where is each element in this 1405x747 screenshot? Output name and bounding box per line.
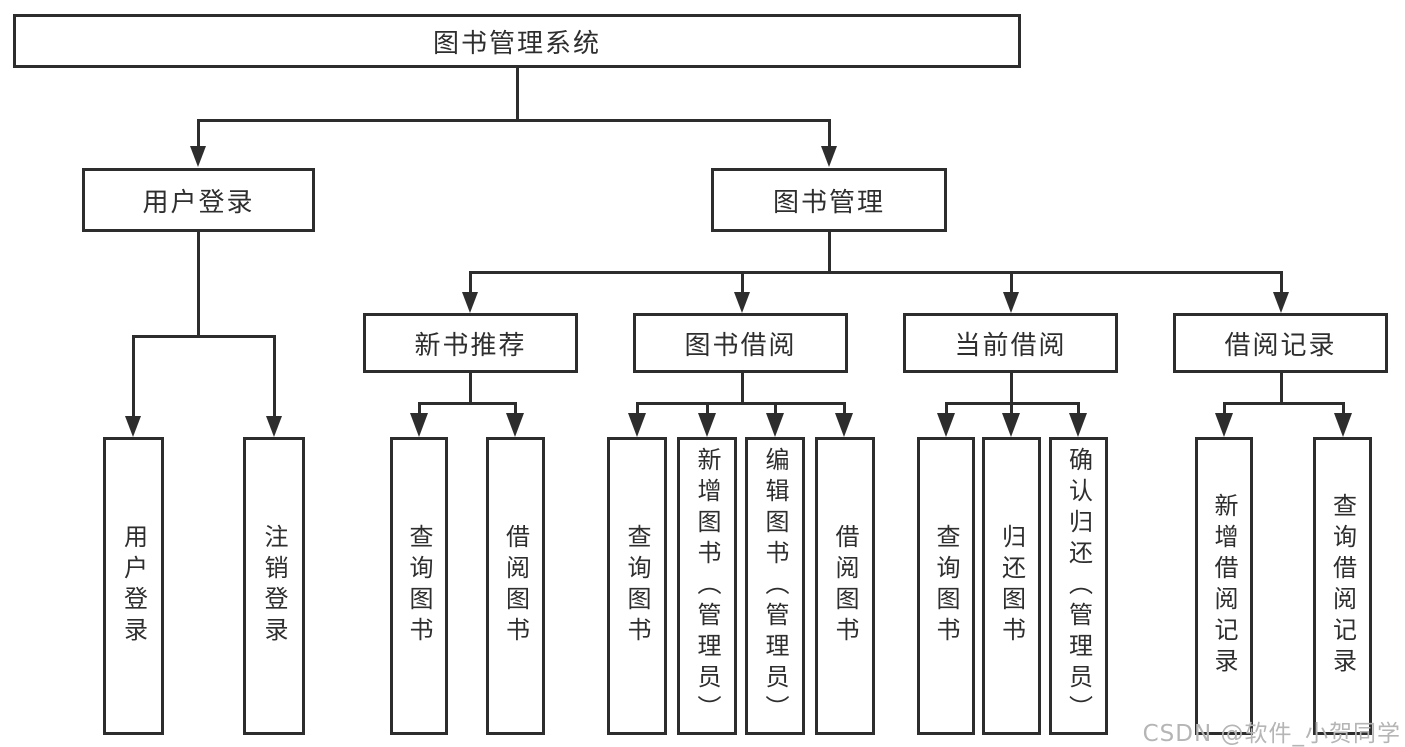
- connector-root-stem: [516, 68, 519, 120]
- leaf-return-book: 归还图书: [982, 437, 1041, 735]
- connector-leaf-line: [774, 402, 777, 415]
- connector-leaf-line: [843, 402, 846, 415]
- leaf-borrow-book-1-label: 借阅图书: [501, 524, 530, 648]
- arrowhead-leaf: [1069, 413, 1087, 437]
- connector-to-leaf-login: [132, 335, 135, 417]
- node-borrow-record: 借阅记录: [1173, 313, 1388, 373]
- leaf-query-borrow-record: 查询借阅记录: [1313, 437, 1372, 735]
- connector-book-borrow-branch: [636, 402, 845, 405]
- arrowhead-to-book-borrow: [734, 292, 750, 313]
- arrowhead-leaf: [1215, 413, 1233, 437]
- connector-borrow-record-stem: [1280, 373, 1283, 405]
- leaf-edit-book-admin-label: 编辑图书（管理员）: [761, 446, 789, 726]
- leaf-user-login-label: 用户登录: [119, 524, 148, 648]
- connector-to-book-borrow: [741, 271, 744, 293]
- node-current-borrow-label: 当前借阅: [954, 330, 1067, 361]
- leaf-add-borrow-record-label: 新增借阅记录: [1210, 493, 1238, 679]
- arrowhead-leaf: [1002, 413, 1020, 437]
- connector-leaf-line: [1077, 402, 1080, 415]
- node-book-mgmt: 图书管理: [711, 168, 947, 232]
- arrowhead-to-new-book: [462, 292, 478, 313]
- leaf-query-borrow-record-label: 查询借阅记录: [1328, 493, 1357, 679]
- leaf-query-book-3-label: 查询图书: [932, 524, 960, 648]
- leaf-edit-book-admin: 编辑图书（管理员）: [745, 437, 805, 735]
- connector-to-current-borrow: [1010, 271, 1013, 293]
- connector-current-borrow-stem: [1010, 373, 1013, 405]
- arrowhead-to-leaf-logout: [266, 416, 282, 437]
- leaf-query-book-1: 查询图书: [390, 437, 448, 735]
- node-borrow-record-label: 借阅记录: [1224, 330, 1337, 361]
- arrowhead-leaf: [1334, 413, 1352, 437]
- arrowhead-leaf: [628, 413, 646, 437]
- connector-user-login-branch: [132, 335, 276, 338]
- node-book-borrow-label: 图书借阅: [684, 330, 797, 361]
- leaf-confirm-return-admin: 确认归还（管理员）: [1049, 437, 1108, 735]
- node-new-book-label: 新书推荐: [414, 330, 527, 361]
- connector-to-user-login: [197, 119, 200, 147]
- connector-new-book-branch: [418, 402, 517, 405]
- node-new-book: 新书推荐: [363, 313, 578, 373]
- connector-leaf-line: [514, 402, 517, 415]
- connector-leaf-line: [706, 402, 709, 415]
- connector-user-login-stem: [197, 232, 200, 338]
- node-current-borrow: 当前借阅: [903, 313, 1118, 373]
- leaf-borrow-book-2-label: 借阅图书: [831, 524, 859, 648]
- node-root: 图书管理系统: [13, 14, 1021, 68]
- leaf-user-login: 用户登录: [103, 437, 164, 735]
- node-user-login-label: 用户登录: [142, 187, 255, 218]
- arrowhead-to-leaf-login: [125, 416, 141, 437]
- leaf-return-book-label: 归还图书: [997, 524, 1026, 648]
- leaf-query-book-3: 查询图书: [917, 437, 975, 735]
- connector-book-borrow-stem: [741, 373, 744, 405]
- node-book-mgmt-label: 图书管理: [772, 187, 885, 218]
- leaf-query-book-1-label: 查询图书: [405, 524, 433, 648]
- arrowhead-to-book-mgmt: [821, 146, 837, 167]
- connector-leaf-line: [636, 402, 639, 415]
- connector-leaf-line: [418, 402, 421, 415]
- connector-root-branch: [198, 119, 831, 122]
- arrowhead-leaf: [835, 413, 853, 437]
- arrowhead-to-user-login: [190, 146, 206, 167]
- leaf-add-borrow-record: 新增借阅记录: [1195, 437, 1253, 735]
- connector-leaf-line: [945, 402, 948, 415]
- arrowhead-to-borrow-record: [1273, 292, 1289, 313]
- arrowhead-leaf: [698, 413, 716, 437]
- node-root-label: 图书管理系统: [432, 28, 601, 59]
- leaf-confirm-return-admin-label: 确认归还（管理员）: [1064, 446, 1093, 726]
- leaf-logout: 注销登录: [243, 437, 305, 735]
- csdn-watermark: CSDN @软件_小贺同学: [1142, 721, 1401, 747]
- connector-to-leaf-logout: [273, 335, 276, 417]
- connector-leaf-line: [1010, 402, 1013, 415]
- connector-to-borrow-record: [1280, 271, 1283, 293]
- arrowhead-to-current-borrow: [1003, 292, 1019, 313]
- arrowhead-leaf: [937, 413, 955, 437]
- node-book-borrow: 图书借阅: [633, 313, 848, 373]
- connector-to-book-mgmt: [828, 119, 831, 147]
- arrowhead-leaf: [410, 413, 428, 437]
- connector-leaf-line: [1342, 402, 1345, 415]
- connector-book-mgmt-stem: [828, 232, 831, 274]
- connector-borrow-record-branch: [1223, 402, 1344, 405]
- arrowhead-leaf: [766, 413, 784, 437]
- connector-to-new-book: [469, 271, 472, 293]
- leaf-logout-label: 注销登录: [260, 524, 288, 648]
- node-user-login: 用户登录: [82, 168, 315, 232]
- connector-leaf-line: [1223, 402, 1226, 415]
- leaf-borrow-book-2: 借阅图书: [815, 437, 875, 735]
- connector-new-book-stem: [469, 373, 472, 405]
- leaf-borrow-book-1: 借阅图书: [486, 437, 545, 735]
- leaf-add-book-admin: 新增图书（管理员）: [677, 437, 737, 735]
- leaf-query-book-2: 查询图书: [607, 437, 667, 735]
- leaf-query-book-2-label: 查询图书: [623, 524, 651, 648]
- arrowhead-leaf: [506, 413, 524, 437]
- connector-book-mgmt-branch: [469, 271, 1283, 274]
- leaf-add-book-admin-label: 新增图书（管理员）: [693, 446, 721, 726]
